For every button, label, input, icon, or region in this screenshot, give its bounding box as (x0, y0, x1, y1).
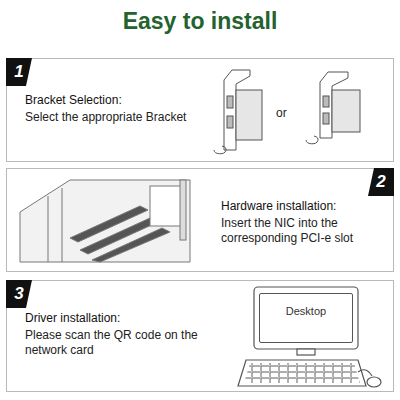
step-number: 1 (6, 58, 32, 86)
monitor-bezel (254, 287, 358, 349)
step-heading: Bracket Selection: (25, 93, 215, 108)
keyboard-keys (244, 363, 360, 383)
mouse-cable (358, 370, 372, 376)
step-heading: Driver installation: (25, 311, 215, 326)
computer (238, 287, 381, 387)
card-edge (236, 90, 262, 140)
step-description: Select the appropriate Bracket (25, 110, 215, 125)
step-description: Please scan the QR code on the network c… (25, 328, 205, 358)
port (227, 116, 233, 128)
pc-slots (20, 180, 190, 262)
screw-arrow (306, 136, 318, 144)
step-number: 2 (368, 168, 394, 196)
case-side (20, 180, 190, 262)
port (227, 96, 233, 108)
bracket-low-profile (306, 72, 360, 144)
page-title: Easy to install (0, 8, 400, 35)
bracket-full (214, 70, 262, 154)
port (323, 96, 329, 107)
step-heading: Hardware installation: (221, 199, 389, 214)
monitor-stand (297, 349, 315, 355)
pcie-slot (92, 228, 170, 262)
card-edge (332, 90, 360, 132)
step-number-tag: 3 (6, 280, 32, 308)
step-panel: Driver installation: Please scan the QR c… (6, 280, 394, 392)
step-number-tag: 2 (368, 168, 394, 196)
screen-label: Desktop (286, 304, 326, 319)
network-card (150, 186, 184, 226)
tag-fill (6, 280, 32, 308)
tag-fill (6, 58, 32, 86)
screw-arrow (214, 146, 226, 154)
keyboard (238, 360, 366, 386)
step-number-tag: 1 (6, 58, 32, 86)
screen-box: Desktop (259, 293, 353, 343)
step-panel: Hardware installation: Insert the NIC int… (6, 168, 394, 272)
step-panel: Bracket Selection: Select the appropriate… (6, 58, 394, 162)
step-description: Insert the NIC into the corresponding PC… (221, 216, 389, 246)
case-edge (62, 188, 63, 262)
connector-word: or (276, 106, 287, 120)
case-edge (48, 196, 49, 262)
step-number: 3 (6, 280, 32, 308)
tag-fill (368, 168, 394, 196)
card-bracket (180, 180, 186, 240)
port (323, 113, 329, 124)
mouse (367, 377, 381, 387)
